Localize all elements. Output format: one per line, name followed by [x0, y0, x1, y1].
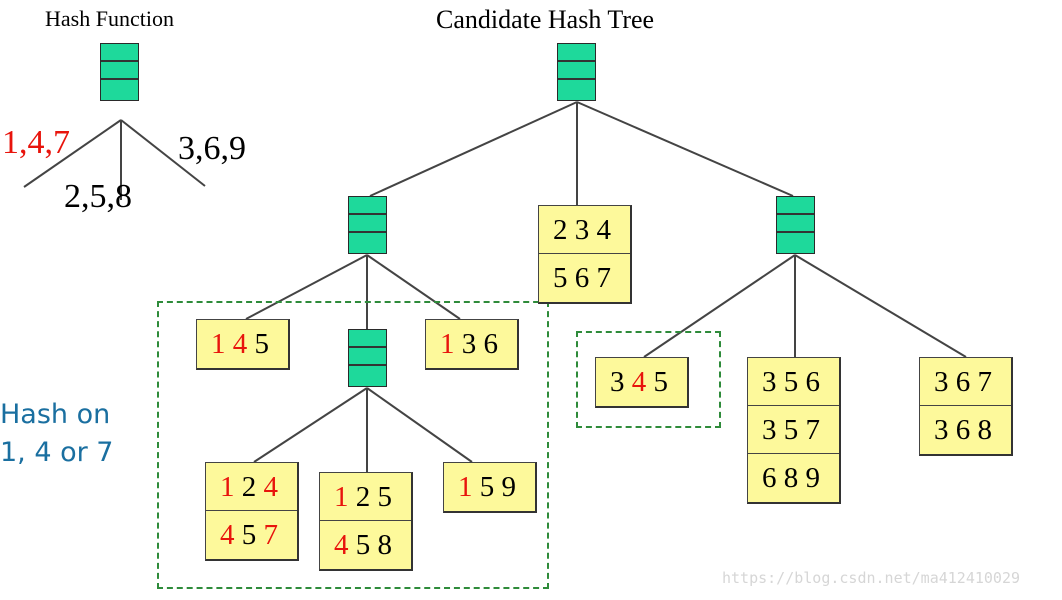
item: 8	[977, 414, 993, 446]
item: 5	[479, 471, 495, 503]
hash-node-root	[557, 43, 596, 101]
hash-function-title: Hash Function	[45, 6, 174, 31]
item: 5	[377, 481, 393, 513]
itemset-row: 1 3 6	[426, 320, 517, 368]
item: 6	[574, 262, 590, 294]
edge-right-367	[794, 254, 967, 358]
item: 8	[783, 462, 799, 494]
item: 6	[955, 414, 971, 446]
edge-hf-left	[23, 119, 122, 188]
hash-node-inner	[348, 329, 387, 387]
item-hashed: 7	[263, 519, 279, 551]
item: 2	[553, 214, 568, 246]
itemset-row: 3 5 7	[748, 406, 839, 454]
edge-root-right	[576, 101, 794, 197]
branch-label-369: 3,6,9	[178, 130, 246, 167]
item-hashed: 1	[334, 481, 349, 513]
edge-left-145	[245, 254, 368, 320]
item: 3	[610, 366, 625, 398]
hash-node-left	[348, 196, 387, 254]
item: 3	[762, 366, 777, 398]
leaf-136: 1 3 6	[425, 319, 519, 370]
itemset-row: 3 6 7	[920, 358, 1011, 406]
hash-tree-title: Candidate Hash Tree	[436, 5, 655, 34]
item-hashed: 1	[458, 471, 473, 503]
branch-label-258: 2,5,8	[64, 178, 132, 215]
item-hashed: 4	[232, 328, 248, 360]
itemset-row: 1 5 9	[444, 463, 535, 511]
item-hashed: 4	[631, 366, 647, 398]
edge-right-345	[643, 254, 796, 358]
item: 9	[501, 471, 517, 503]
item: 5	[653, 366, 669, 398]
item-hashed: 4	[334, 529, 349, 561]
leaf-345: 3 4 5	[595, 357, 689, 408]
item-hashed: 4	[263, 471, 279, 503]
item-hashed: 1	[440, 328, 455, 360]
item: 6	[483, 328, 499, 360]
item: 4	[596, 214, 612, 246]
edge-hf-right	[120, 119, 206, 187]
side-note: Hash on 1, 4 or 7	[0, 396, 113, 472]
itemset-row: 3 5 6	[748, 358, 839, 406]
item: 3	[762, 414, 777, 446]
itemset-row: 4 5 7	[206, 511, 297, 559]
edge-inner-159	[366, 387, 473, 463]
watermark: https://blog.csdn.net/ma412410029	[722, 569, 1021, 587]
item: 2	[241, 471, 257, 503]
item-hashed: 4	[220, 519, 235, 551]
item: 5	[241, 519, 257, 551]
itemset-row: 3 4 5	[596, 358, 687, 406]
side-note-line2: 1, 4 or 7	[0, 437, 114, 468]
item: 6	[805, 366, 821, 398]
item: 7	[977, 366, 993, 398]
item: 9	[805, 462, 821, 494]
item: 8	[377, 529, 393, 561]
itemset-row: 1 4 5	[197, 320, 288, 368]
item: 5	[783, 366, 799, 398]
item: 5	[254, 328, 270, 360]
itemset-row: 5 6 7	[539, 254, 630, 302]
itemset-row: 3 6 8	[920, 406, 1011, 454]
item: 3	[461, 328, 477, 360]
side-note-line1: Hash on	[0, 399, 111, 430]
item: 5	[355, 529, 371, 561]
item: 3	[934, 414, 949, 446]
item: 3	[934, 366, 949, 398]
item: 5	[553, 262, 568, 294]
itemset-row: 1 2 4	[206, 463, 297, 511]
dashed-region-345	[576, 331, 721, 428]
item: 5	[783, 414, 799, 446]
itemset-row: 4 5 8	[320, 521, 411, 569]
edge-root-left	[369, 101, 578, 197]
item: 7	[596, 262, 612, 294]
item-hashed: 1	[220, 471, 235, 503]
item: 6	[955, 366, 971, 398]
hash-function-node	[100, 43, 139, 101]
hash-node-right	[776, 196, 815, 254]
itemset-row: 2 3 4	[539, 206, 630, 254]
item: 3	[574, 214, 590, 246]
edge-left-136	[366, 254, 461, 320]
edge-inner-124	[253, 387, 368, 463]
branch-label-147: 1,4,7	[2, 124, 70, 161]
item: 7	[805, 414, 821, 446]
item: 2	[355, 481, 371, 513]
itemset-row: 6 8 9	[748, 454, 839, 502]
item-hashed: 1	[211, 328, 226, 360]
dashed-region-left	[157, 301, 549, 589]
item: 6	[762, 462, 777, 494]
itemset-row: 1 2 5	[320, 473, 411, 521]
leaf-159: 1 5 9	[443, 462, 537, 513]
leaf-145: 1 4 5	[196, 319, 290, 370]
